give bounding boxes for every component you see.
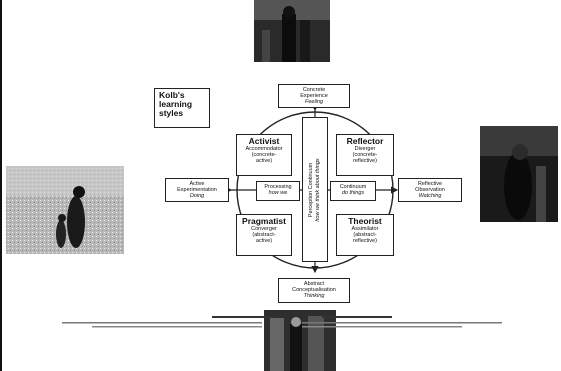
diagram-title: Kolb's learning styles [154,88,210,128]
reflector-box: Reflector Diverger (concrete- reflective… [336,134,394,176]
theorist-line2: (abstract- [353,232,377,239]
pragmatist-box: Pragmatist Converger (abstract- active) [236,214,292,256]
photo-bottom-image [264,310,336,371]
perception-continuum-label: Perception Continuum [308,162,315,217]
pragmatist-line2: (abstract- [252,232,276,239]
footer-fine-print [62,316,502,328]
perception-continuum-sub: how we think about things [315,157,321,222]
photo-right-image [480,126,558,222]
reflector-title: Reflector [346,136,384,146]
abstract-conceptualisation-line1: Abstract [303,281,325,287]
reflector-line3: reflective) [353,158,377,165]
abstract-conceptualisation-line2: Conceptualisation [292,287,336,294]
photo-right [480,126,558,222]
continuum-sub: do things [341,190,365,197]
active-experimentation-mode: Doing [189,193,205,200]
theorist-box: Theorist Assimilator (abstract- reflecti… [336,214,394,256]
activist-title: Activist [248,136,280,146]
activist-line2: (concrete- [251,152,277,159]
perception-continuum-box: Perception Continuum how we think about … [302,117,328,262]
processing-label: Processing [264,184,292,190]
theorist-line3: reflective) [353,238,377,245]
theorist-line1: Assimilator [351,226,379,233]
theorist-title: Theorist [348,216,382,226]
processing-sub: how we [268,190,288,197]
concrete-experience-line2: Experience [300,93,328,100]
photo-bottom [264,310,336,371]
concrete-experience-line1: Concrete [302,87,326,93]
processing-box: Processing how we [256,181,300,201]
active-experimentation-line1: Active [189,181,205,187]
photo-left-image [6,166,124,254]
reflective-observation-line2: Observation [415,187,445,194]
concrete-experience-box: Concrete Experience Feeling [278,84,350,108]
left-frame-line [0,0,2,371]
activist-line1: Accommodator [245,146,283,153]
photo-left [6,166,124,254]
pragmatist-line1: Converger [251,226,277,233]
photo-top-image [254,0,330,62]
continuum-box: Continuum do things [330,181,376,201]
pragmatist-line3: active) [255,238,273,245]
continuum-label: Continuum [339,184,367,190]
concrete-experience-mode: Feeling [304,99,324,106]
active-experimentation-box: Active Experimentation Doing [165,178,229,202]
reflector-line2: (concrete- [352,152,378,159]
reflective-observation-mode: Watching [418,193,442,200]
activist-line3: active) [255,158,273,165]
abstract-conceptualisation-mode: Thinking [303,293,325,300]
pragmatist-title: Pragmatist [242,216,286,226]
reflective-observation-box: Reflective Observation Watching [398,178,462,202]
abstract-conceptualisation-box: Abstract Conceptualisation Thinking [278,278,350,303]
perception-continuum-text: Perception Continuum how we think about … [308,158,322,221]
reflective-observation-line1: Reflective [417,181,443,187]
active-experimentation-line2: Experimentation [177,187,217,194]
reflector-line1: Diverger [354,146,376,153]
activist-box: Activist Accommodator (concrete- active) [236,134,292,176]
photo-top [254,0,330,62]
